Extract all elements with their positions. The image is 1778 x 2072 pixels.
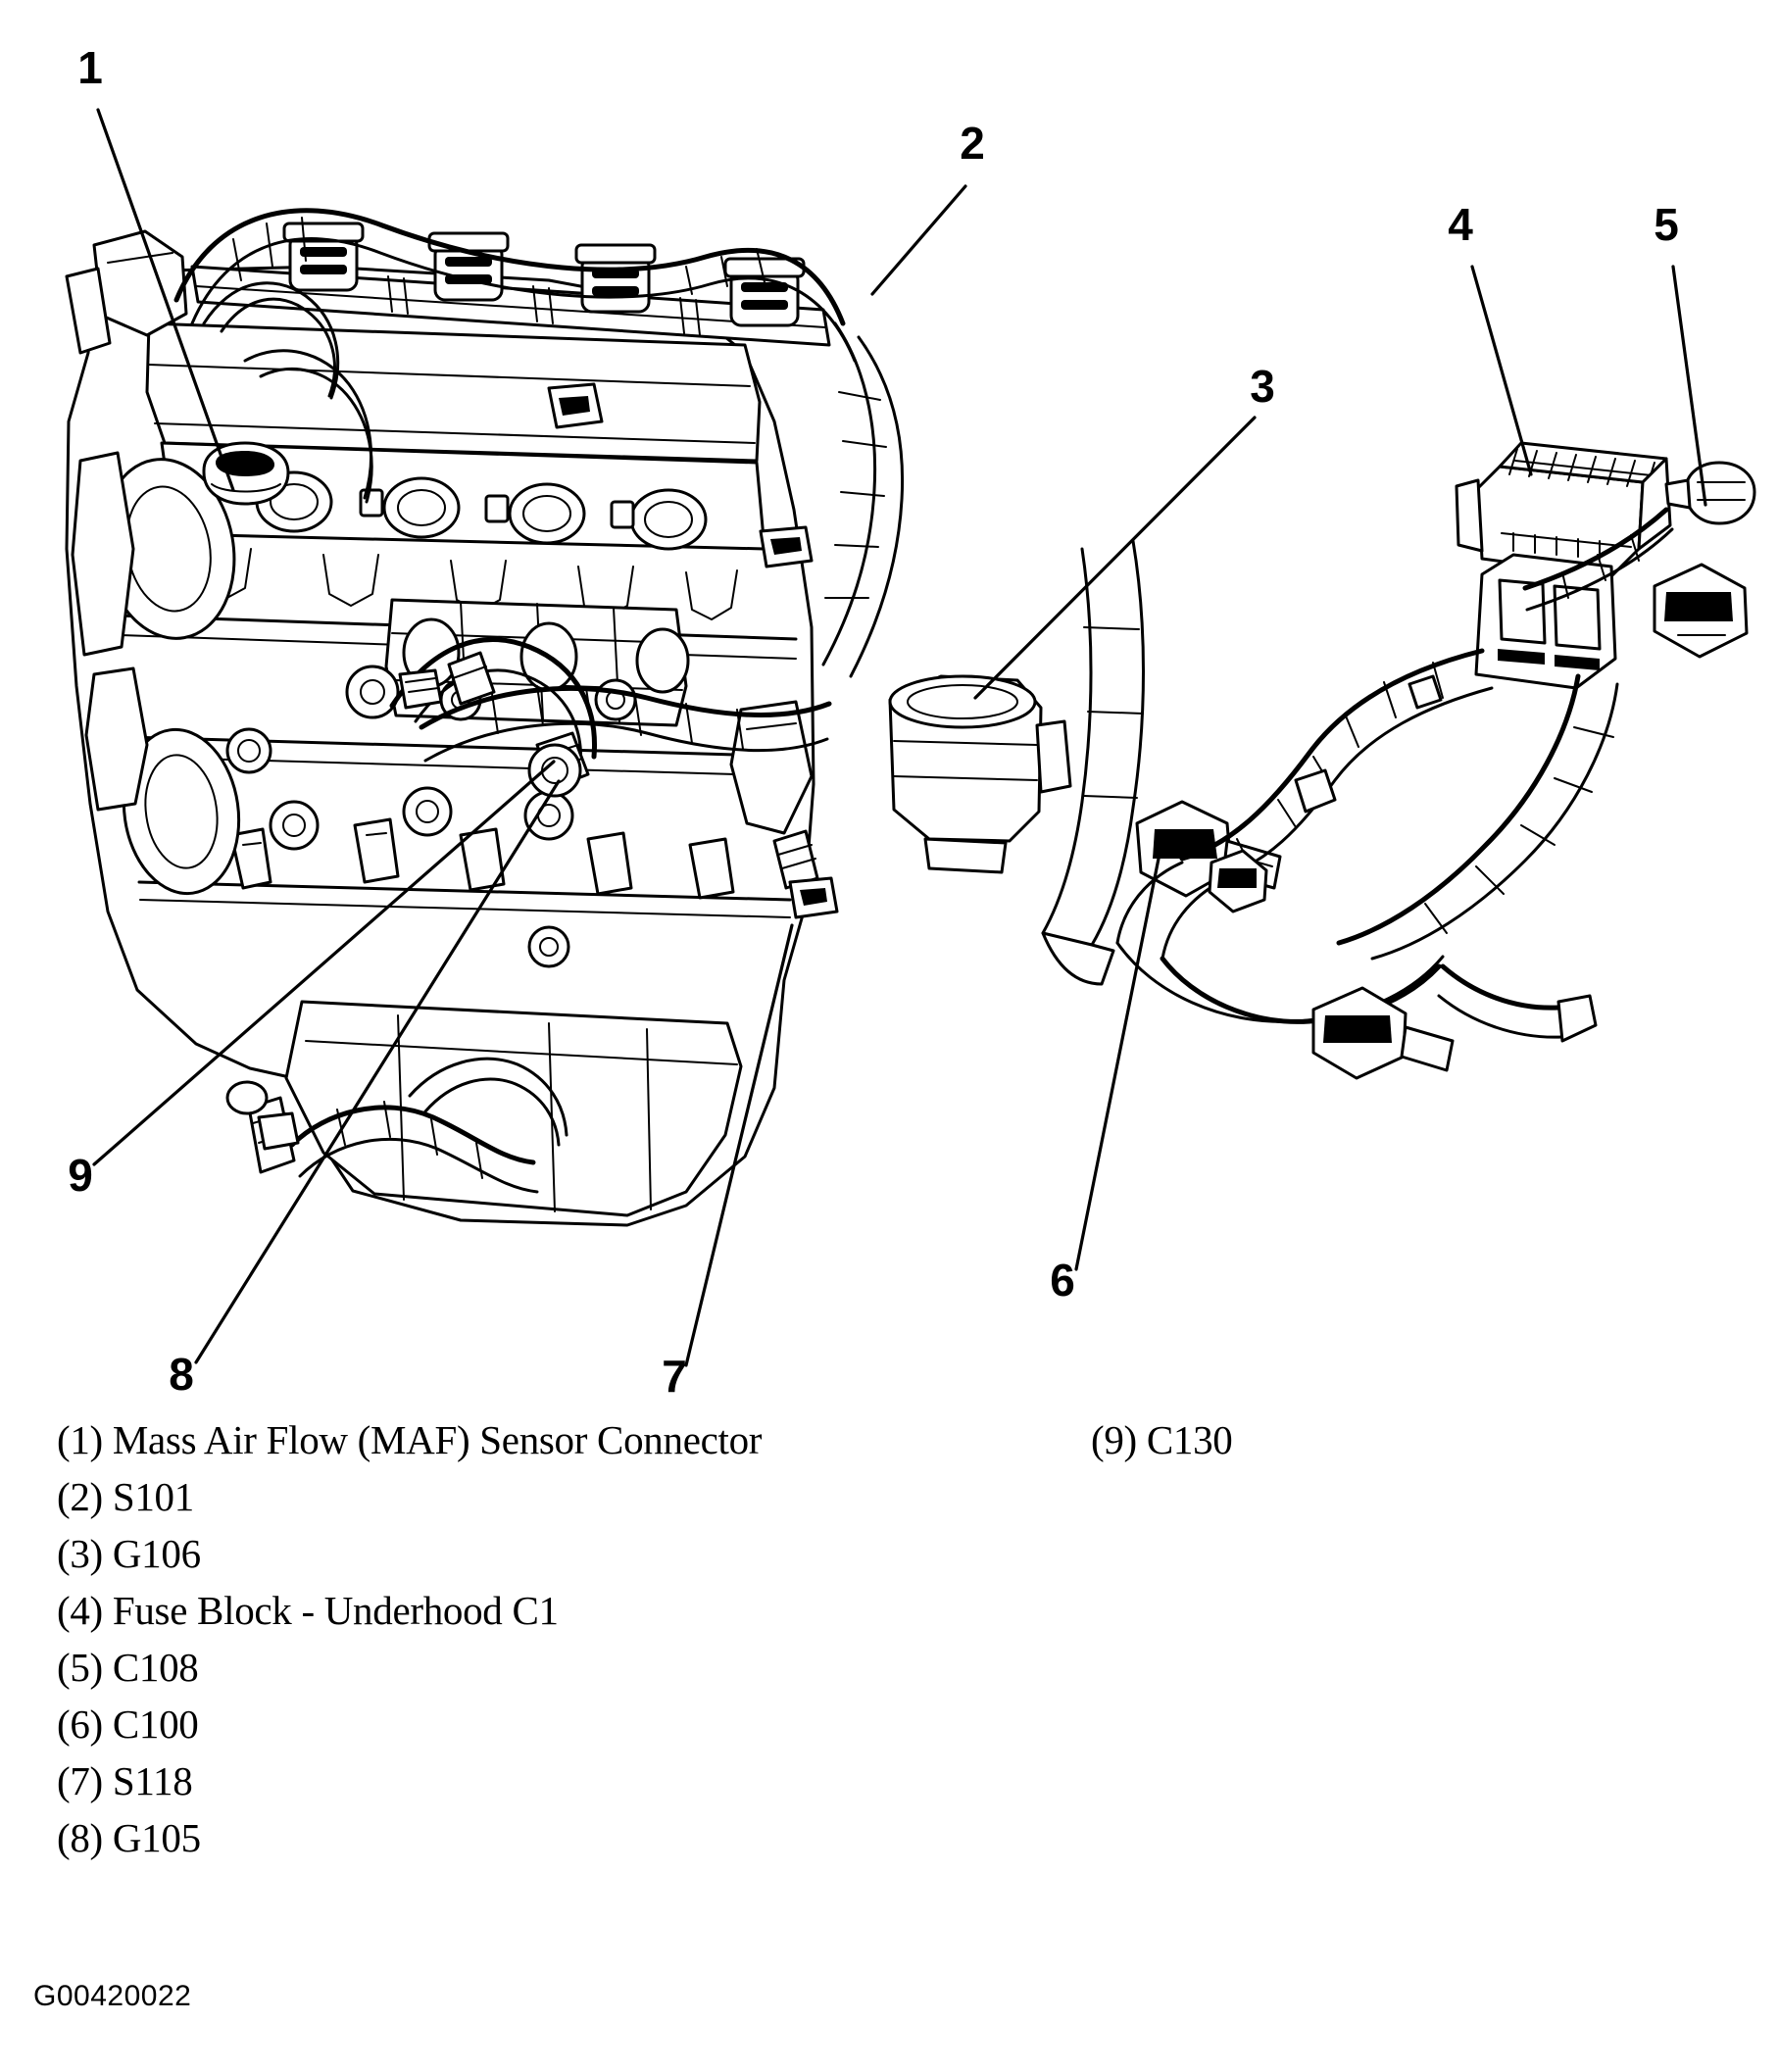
callout-leaders [92, 108, 1707, 1367]
callout-leader-6 [1074, 857, 1161, 1271]
engine-line-drawing: .ln { fill:none; stroke:#000; stroke-wid… [65, 42, 1756, 1402]
legend-item: (5) C108 [57, 1645, 199, 1690]
callout-leader-2 [870, 184, 967, 296]
legend-item: (1) Mass Air Flow (MAF) Sensor Connector [57, 1417, 763, 1462]
legend-item: (6) C100 [57, 1702, 199, 1747]
callout-numbers: 1 2 3 4 5 6 7 8 9 [68, 42, 1679, 1402]
right-harness-corrugation-a [1561, 534, 1640, 599]
callout-leader-7 [684, 923, 794, 1367]
right-harness [1115, 507, 1749, 1080]
callout-leader-1 [96, 108, 235, 492]
callout-number-7: 7 [662, 1351, 687, 1402]
callout-leader-5 [1671, 265, 1707, 507]
c100-connector [1135, 800, 1282, 898]
callout-leader-4 [1470, 265, 1533, 476]
callout-number-1: 1 [77, 42, 103, 93]
legend-item: (3) G106 [57, 1531, 201, 1576]
air-duct [1041, 539, 1145, 986]
front-accessory-drive [71, 451, 241, 896]
callout-number-5: 5 [1654, 199, 1679, 250]
harness-clip [1294, 674, 1443, 814]
engine-block-group [65, 229, 815, 1227]
block-brackets [229, 817, 735, 900]
legend-item: (7) S118 [57, 1758, 193, 1803]
callout-number-8: 8 [169, 1349, 194, 1400]
figure-code: G00420022 [33, 1980, 192, 2012]
harness-connector-lower [1311, 986, 1455, 1080]
engine-diagram: .ln { fill:none; stroke:#000; stroke-wid… [65, 42, 1756, 1402]
legend-item: (8) G105 [57, 1815, 201, 1860]
right-harness-corrugation-c [1424, 726, 1614, 934]
upper-harness [173, 208, 905, 678]
legend-item: (2) S101 [57, 1474, 194, 1519]
mid-hoses [389, 637, 832, 890]
callout-number-3: 3 [1250, 361, 1275, 412]
harness-connector-mid [1208, 849, 1268, 913]
callout-number-9: 9 [68, 1150, 93, 1201]
legend-right-column: (9) C130 [1091, 1411, 1679, 1468]
callout-number-4: 4 [1448, 199, 1473, 250]
callout-leader-3 [973, 416, 1257, 700]
callout-number-6: 6 [1050, 1255, 1075, 1306]
c108-connector [1664, 461, 1756, 525]
callout-leader-8 [194, 779, 561, 1364]
mid-hose-corrugation [491, 685, 744, 750]
throttle-body [888, 674, 1072, 874]
block-connectors [257, 382, 839, 1151]
harness-connector-upper [1653, 563, 1749, 659]
maf-sensor-connector [202, 441, 290, 506]
legend-left-column: (1) Mass Air Flow (MAF) Sensor Connector… [57, 1411, 1037, 1866]
legend-item: (4) Fuse Block - Underhood C1 [57, 1588, 559, 1633]
callout-leader-9 [92, 760, 556, 1166]
callout-number-2: 2 [960, 118, 985, 169]
legend-item: (9) C130 [1091, 1417, 1233, 1462]
hose-corrugation [232, 217, 887, 599]
